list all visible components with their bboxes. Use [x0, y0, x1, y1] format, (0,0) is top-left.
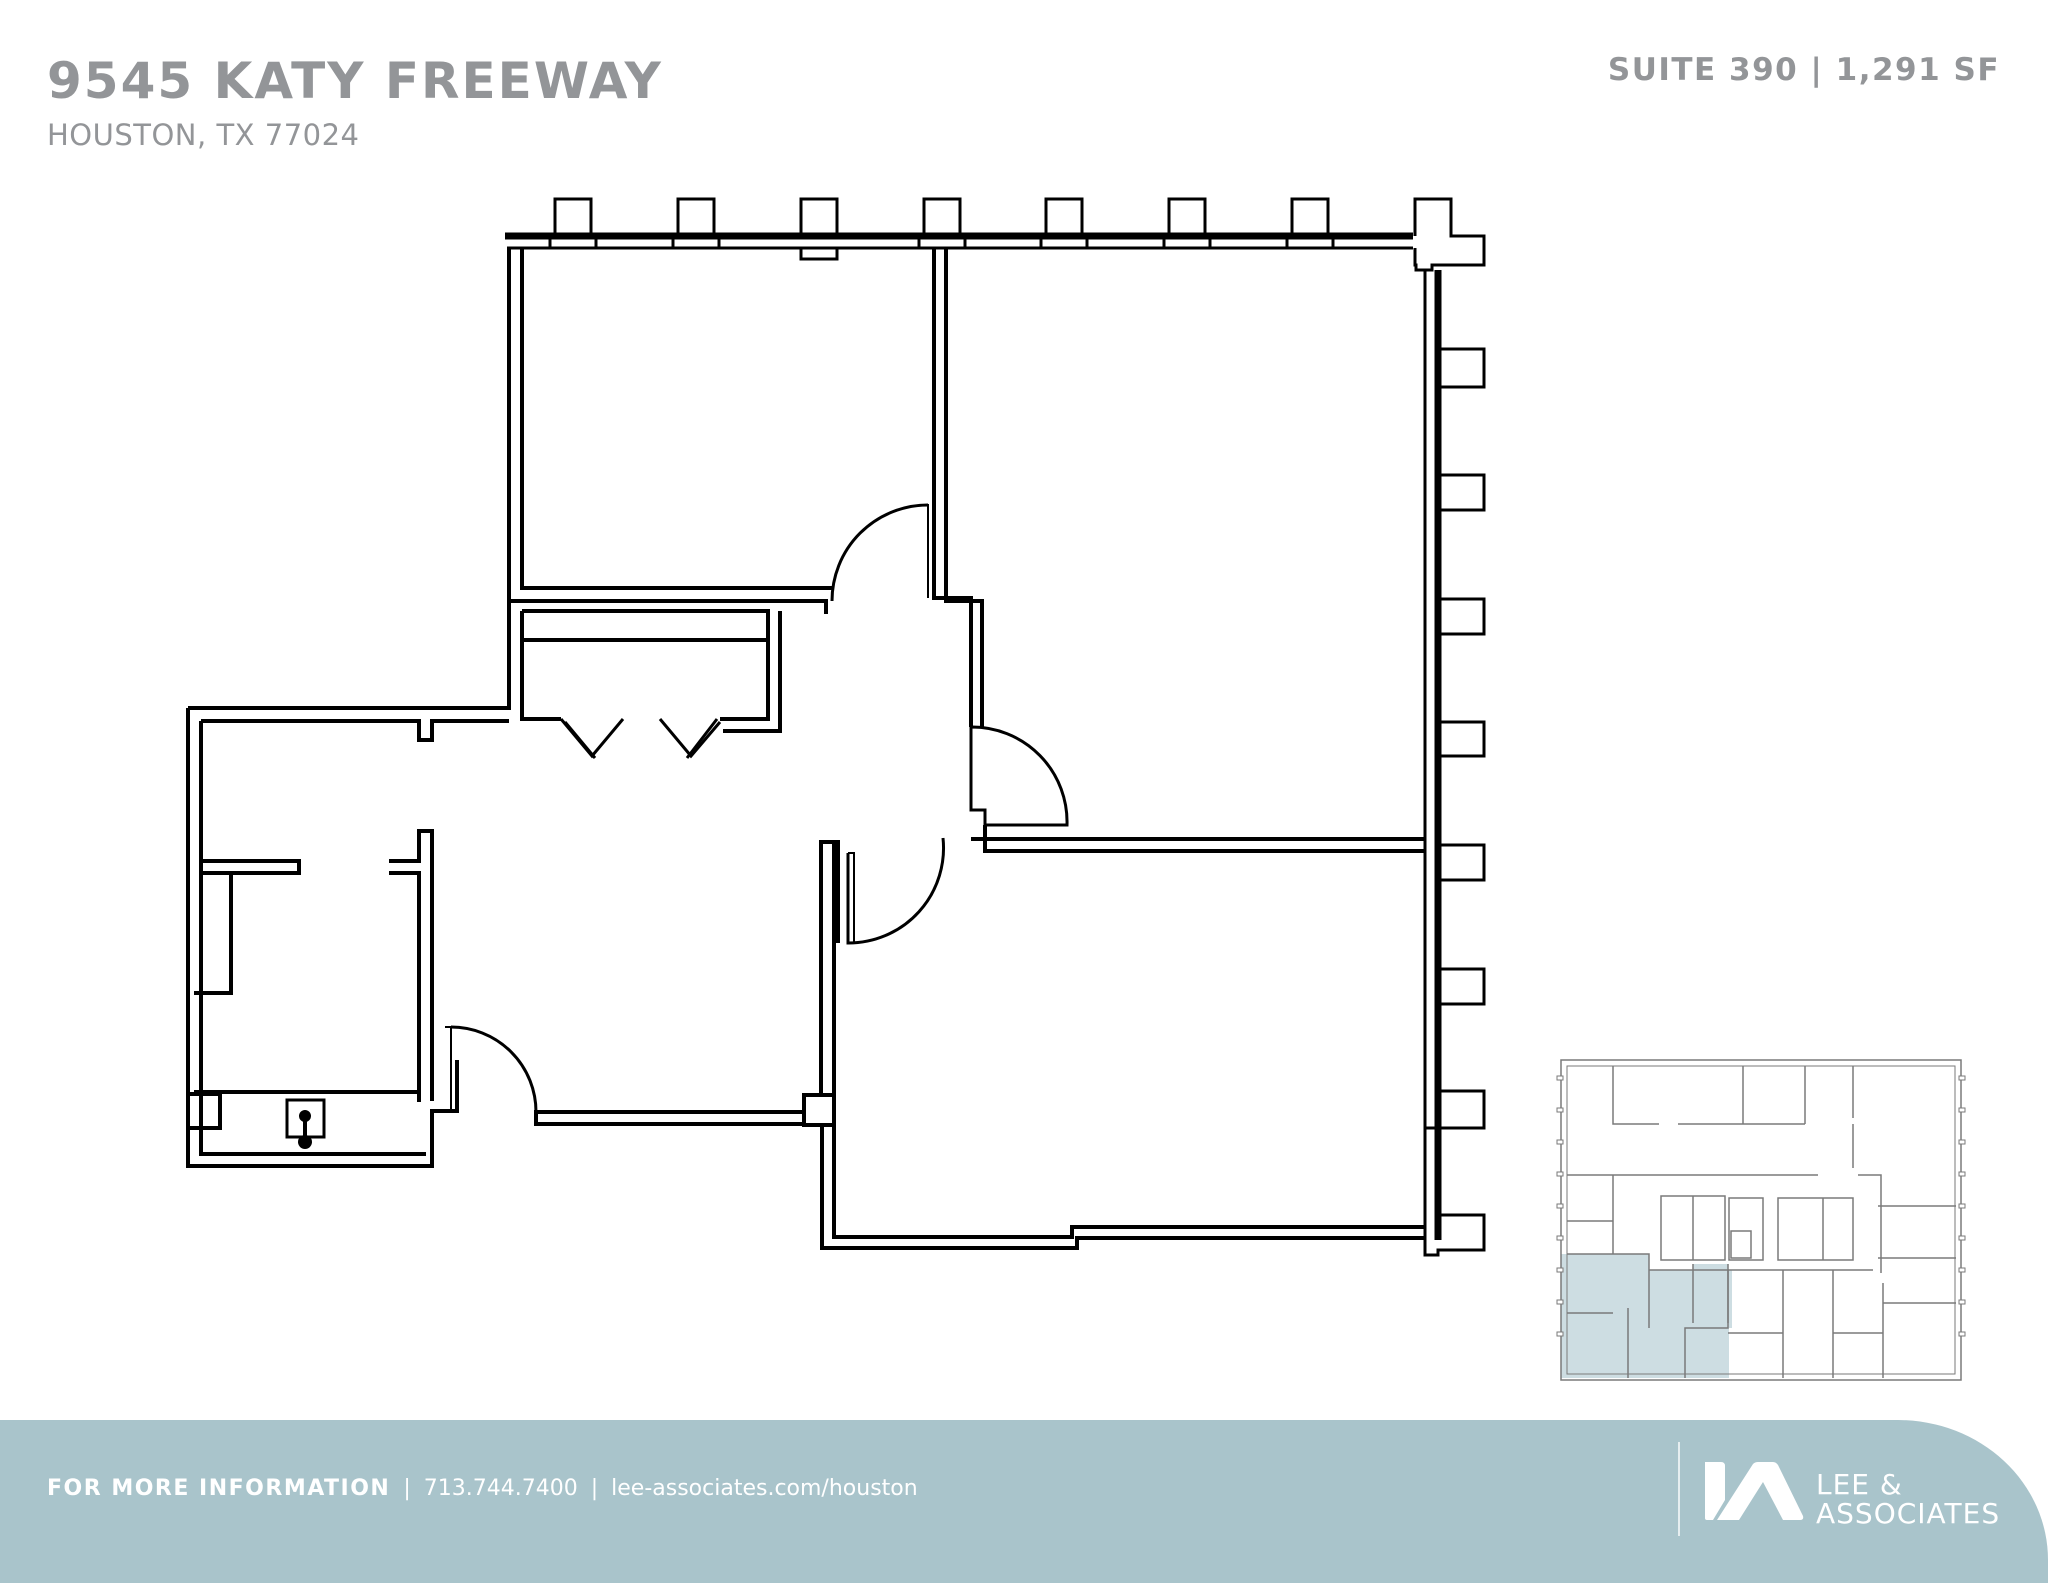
separator: | — [403, 1476, 411, 1501]
footer-divider — [1678, 1442, 1680, 1536]
highlighted-suite-area — [1561, 1254, 1649, 1378]
contact-info: FOR MORE INFORMATION | 713.744.7400 | le… — [47, 1476, 918, 1501]
website-link[interactable]: lee-associates.com/houston — [611, 1476, 918, 1501]
phone-number[interactable]: 713.744.7400 — [423, 1476, 578, 1501]
suite-info: SUITE 390 | 1,291 SF — [1607, 52, 2000, 88]
footer-band: FOR MORE INFORMATION | 713.744.7400 | le… — [0, 1420, 2048, 1583]
property-city: HOUSTON, TX 77024 — [47, 118, 360, 152]
floor-plan — [186, 197, 1486, 1257]
more-info-label: FOR MORE INFORMATION — [47, 1476, 391, 1501]
logo-line-2: ASSOCIATES — [1816, 1497, 2001, 1530]
separator: | — [590, 1476, 599, 1501]
logo-wordmark: LEE & ASSOCIATES — [1816, 1470, 2000, 1528]
logo-line-1: LEE & — [1816, 1468, 1903, 1501]
property-address: 9545 KATY FREEWAY — [47, 52, 663, 110]
key-plan — [1556, 1059, 1966, 1381]
lee-associates-logo-icon — [1705, 1462, 1804, 1520]
